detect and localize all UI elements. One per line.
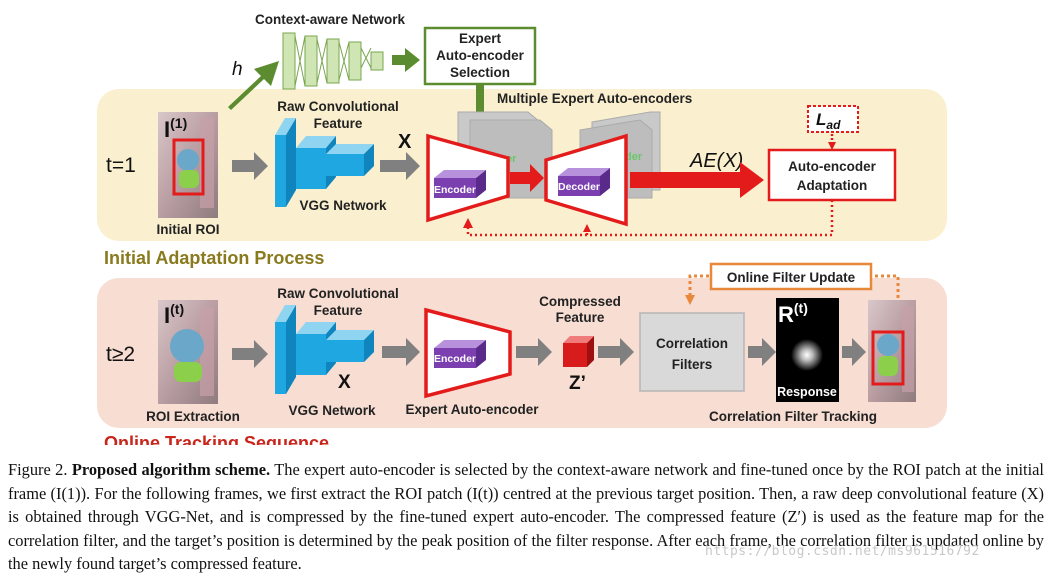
correlation-filters-box (639, 312, 745, 392)
t1-label: t=1 (106, 154, 136, 177)
gray-arrow-5 (516, 338, 552, 366)
i1-label: I(1) (164, 115, 187, 142)
vgg-network-top-icon (275, 118, 374, 207)
roi-box-initial (172, 138, 205, 196)
gray-arrow-6 (598, 338, 634, 366)
online-update-label: Online Filter Update (727, 270, 856, 285)
initial-adaptation-title: Initial Adaptation Process (104, 248, 324, 268)
caption-figure-number: Figure 2. (8, 460, 72, 479)
expert-ae-label: Expert Auto-encoder (405, 402, 539, 417)
vgg-label-bottom: VGG Network (288, 403, 376, 418)
compressed-line-1: Compressed (539, 294, 621, 309)
update-dotted-from-target (873, 274, 900, 298)
online-update-box (709, 262, 873, 291)
back-encoder-label: er (506, 153, 517, 165)
tracked-target-image (868, 300, 916, 402)
expert-selection-line-1: Expert (459, 31, 502, 46)
gray-arrow-3 (232, 340, 268, 368)
initial-roi-image (158, 112, 218, 218)
lad-box (807, 105, 859, 133)
correlation-line-1: Correlation (656, 336, 728, 351)
t2-label: t≥2 (106, 343, 135, 366)
x-label-top: X (398, 131, 412, 153)
raw-feature-line-1: Raw Convolutional (277, 99, 399, 114)
online-tracking-title: Online Tracking Sequence (104, 433, 329, 445)
gray-arrow-7 (748, 338, 776, 366)
gray-arrow-1 (232, 152, 268, 180)
lad-label: Lad (816, 110, 841, 132)
figure-caption: Figure 2. Proposed algorithm scheme. The… (8, 458, 1044, 576)
gray-arrow-8 (842, 338, 866, 366)
raw-feature-bottom-line-1: Raw Convolutional (277, 286, 399, 301)
context-network-icon (282, 32, 384, 90)
encoder-bottom: Encoder (424, 307, 512, 399)
decoder-top: Decoder (544, 133, 628, 227)
correlation-line-2: Filters (672, 357, 713, 372)
caption-bold-title: Proposed algorithm scheme. (71, 460, 271, 479)
update-dotted-to-filters (685, 274, 709, 305)
z-label: Z’ (569, 373, 586, 394)
vgg-network-bottom-icon (275, 305, 374, 394)
adaptation-feedback-line (466, 200, 834, 237)
gray-arrow-2 (380, 152, 420, 180)
multiple-experts-label: Multiple Expert Auto-encoders (497, 91, 692, 106)
expert-selection-line-3: Selection (450, 65, 510, 80)
encoder-top: Encoder (426, 133, 510, 223)
adaptation-line-1: Auto-encoder (788, 159, 876, 174)
watermark: https://blog.csdn.net/ms961516792 (705, 544, 980, 559)
response-map (776, 298, 839, 402)
back-decoder-label: der (625, 151, 643, 163)
encoder-label-bottom: Encoder (434, 353, 476, 365)
raw-feature-bottom-line-2: Feature (314, 303, 363, 318)
vgg-label-top: VGG Network (299, 198, 387, 213)
feedback-to-encoder (463, 218, 473, 228)
decoder-label-top: Decoder (558, 181, 600, 193)
algorithm-diagram: Context-aware Network h Expert Auto-enco… (97, 12, 947, 445)
roi-extraction-label: ROI Extraction (146, 409, 240, 424)
roi-box-tracked (871, 330, 905, 386)
red-arrow-enc-dec (510, 164, 544, 192)
caption-body: The expert auto-encoder is selected by t… (8, 460, 1044, 573)
green-arrow-to-context (228, 61, 279, 110)
gray-arrow-4 (382, 338, 420, 366)
initial-roi-label: Initial ROI (156, 222, 219, 237)
adaptation-box (767, 148, 897, 202)
adaptation-line-2: Adaptation (797, 178, 868, 193)
response-label: Response (777, 385, 837, 399)
context-network-label: Context-aware Network (255, 12, 406, 27)
expert-selection-line-2: Auto-encoder (436, 48, 524, 63)
raw-feature-line-2: Feature (314, 116, 363, 131)
r-label: R(t) (778, 300, 808, 327)
it-label: I(t) (164, 301, 184, 328)
h-label: h (232, 59, 243, 80)
green-arrow-to-selection (392, 48, 420, 72)
compressed-line-2: Feature (556, 310, 605, 325)
x-label-bottom: X (338, 372, 351, 393)
red-arrow-ae (630, 162, 764, 198)
tracking-label: Correlation Filter Tracking (709, 409, 877, 424)
roi-extraction-image (158, 300, 218, 404)
ae-x-label: AE(X) (689, 150, 743, 172)
encoder-label-top: Encoder (434, 184, 476, 196)
compressed-feature-cube (563, 336, 594, 367)
